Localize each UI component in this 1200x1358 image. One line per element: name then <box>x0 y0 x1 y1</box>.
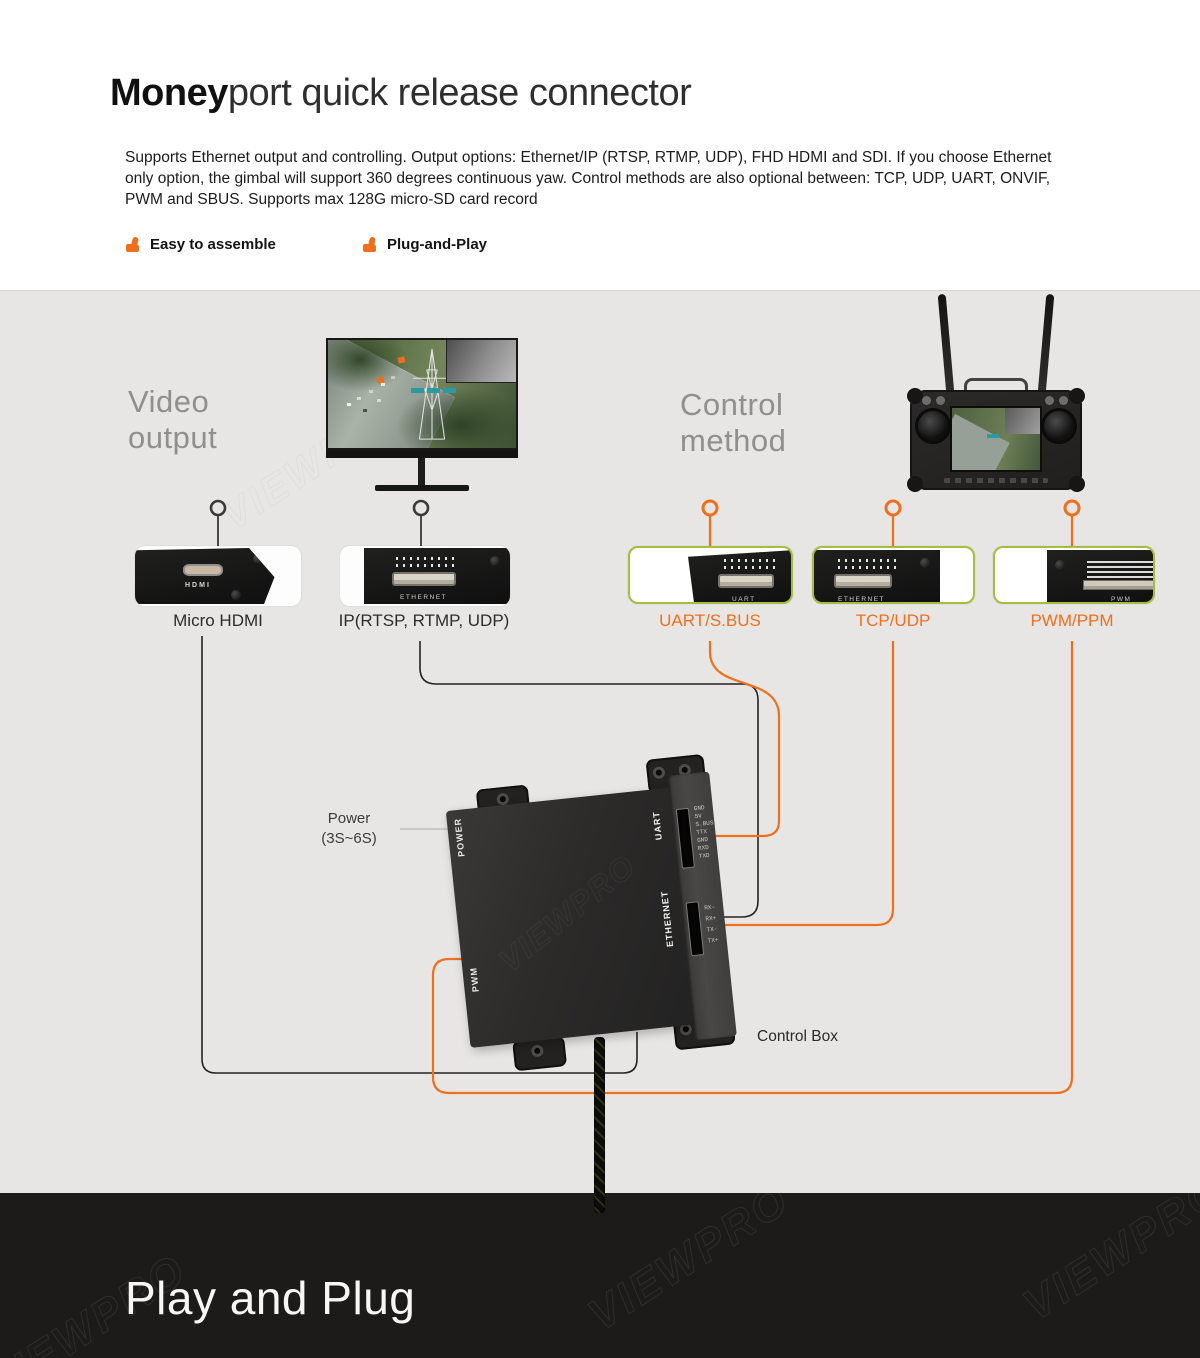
pwm-ppm-photo: PWM <box>993 546 1155 604</box>
pin-label: TX+ <box>707 936 719 945</box>
tcp-udp-photo: ETHERNET <box>812 546 975 604</box>
control-box-label: Control Box <box>757 1028 838 1045</box>
osd-overlay <box>410 387 456 393</box>
pwm-socket <box>1083 580 1153 590</box>
button-row <box>944 478 1048 483</box>
feature-label: Plug-and-Play <box>387 236 488 253</box>
footer-watermark: VIEWPRO <box>579 1193 799 1341</box>
page-title: Moneyport quick release connector <box>110 72 692 115</box>
power-label: Power (3S~6S) <box>321 810 377 847</box>
cars <box>346 402 351 406</box>
box-watermark: VIEWPRO <box>491 847 643 980</box>
thermal-pip <box>446 340 516 384</box>
pwm-ppm-label: PWM/PPM <box>1030 611 1114 630</box>
ethernet-pin-labels: RX- RX+ TX- TX+ <box>704 902 719 947</box>
antenna-left <box>937 293 955 395</box>
monitor-base <box>375 485 469 491</box>
trees <box>328 340 407 392</box>
feature-easy-assemble: Easy to assemble <box>125 236 276 253</box>
pwm-connector-block: PWM <box>1047 550 1153 603</box>
micro-hdmi-label: Micro HDMI <box>173 611 263 630</box>
port-engraving: UART <box>732 596 756 603</box>
footer-headline: Play and Plug <box>125 1272 416 1324</box>
pin-grid <box>724 557 780 569</box>
micro-hdmi-port <box>183 564 223 576</box>
controller-body <box>907 388 1085 492</box>
tcp-udp-label: TCP/UDP <box>855 611 931 630</box>
carry-handle <box>964 378 1028 392</box>
thumbs-up-icon <box>362 237 378 252</box>
monitor-screen <box>326 338 518 450</box>
port-engraving: PWM <box>1111 596 1132 603</box>
feature-plug-and-play: Plug-and-Play <box>362 236 487 253</box>
control-method-label: Control method <box>680 387 787 458</box>
screw <box>920 558 930 568</box>
pin-grid <box>838 557 898 569</box>
title-rest: port quick release connector <box>227 72 692 114</box>
monitor-bezel <box>326 450 518 458</box>
hdmi-connector-block: HDMI <box>135 548 275 604</box>
ethernet-socket <box>392 572 456 586</box>
ethernet-connector-block: ETHERNET <box>814 550 940 603</box>
screw <box>253 554 263 564</box>
diagram-section: VIEWPRO Video output Control method <box>0 290 1200 1213</box>
aerial-road-scene <box>328 340 516 448</box>
ethernet-ip-photo: ETHERNET <box>340 546 510 606</box>
port-engraving: HDMI <box>185 582 211 589</box>
trees <box>395 387 516 448</box>
footer-section: VIEWPRO VIEWPRO VIEWPRO Play and Plug <box>0 1193 1200 1358</box>
port-engraving: ETHERNET <box>400 594 448 601</box>
pin-grid <box>396 555 456 567</box>
ethernet-port <box>685 901 705 957</box>
monitor-illustration <box>326 338 518 491</box>
product-description: Supports Ethernet output and controlling… <box>125 149 1052 208</box>
controller-screen <box>950 406 1042 472</box>
pin-rows <box>1087 558 1153 578</box>
uart-socket <box>718 574 774 588</box>
orange-flag <box>376 376 385 384</box>
brand-name: Money <box>110 72 228 114</box>
pin-label: TXD <box>698 851 710 860</box>
gimbal-cable <box>594 1037 605 1213</box>
control-box-illustration: VIEWPRO GND 5V S.BUS TTX GND RXD TXD <box>445 753 737 1072</box>
remote-controller-illustration <box>907 293 1085 494</box>
uart-pin-labels: GND 5V S.BUS TTX GND RXD TXD <box>693 803 717 861</box>
uart-connector-block: UART <box>688 550 791 603</box>
screw <box>231 590 241 600</box>
ethernet-socket <box>834 574 892 588</box>
screw <box>1055 560 1065 570</box>
feature-label: Easy to assemble <box>150 236 276 253</box>
footer-watermark: VIEWPRO <box>1014 1193 1200 1331</box>
uart-port <box>675 807 695 869</box>
knob <box>1045 396 1054 405</box>
monitor-stand <box>418 458 425 486</box>
knob <box>922 396 931 405</box>
joystick-left <box>915 408 951 444</box>
port-engraving: ETHERNET <box>838 596 886 603</box>
uart-sbus-label: UART/S.BUS <box>659 611 761 630</box>
ip-label: IP(RTSP, RTMP, UDP) <box>338 611 510 630</box>
video-output-label: Video output <box>128 384 218 455</box>
joystick-right <box>1041 408 1077 444</box>
knob <box>936 396 945 405</box>
thumbs-up-icon <box>125 237 141 252</box>
micro-hdmi-photo: HDMI <box>135 546 301 606</box>
uart-sbus-photo: UART <box>628 546 793 604</box>
screw <box>490 556 500 566</box>
knob <box>1059 396 1068 405</box>
antenna-right <box>1037 293 1055 395</box>
ethernet-connector-block: ETHERNET <box>364 548 510 604</box>
